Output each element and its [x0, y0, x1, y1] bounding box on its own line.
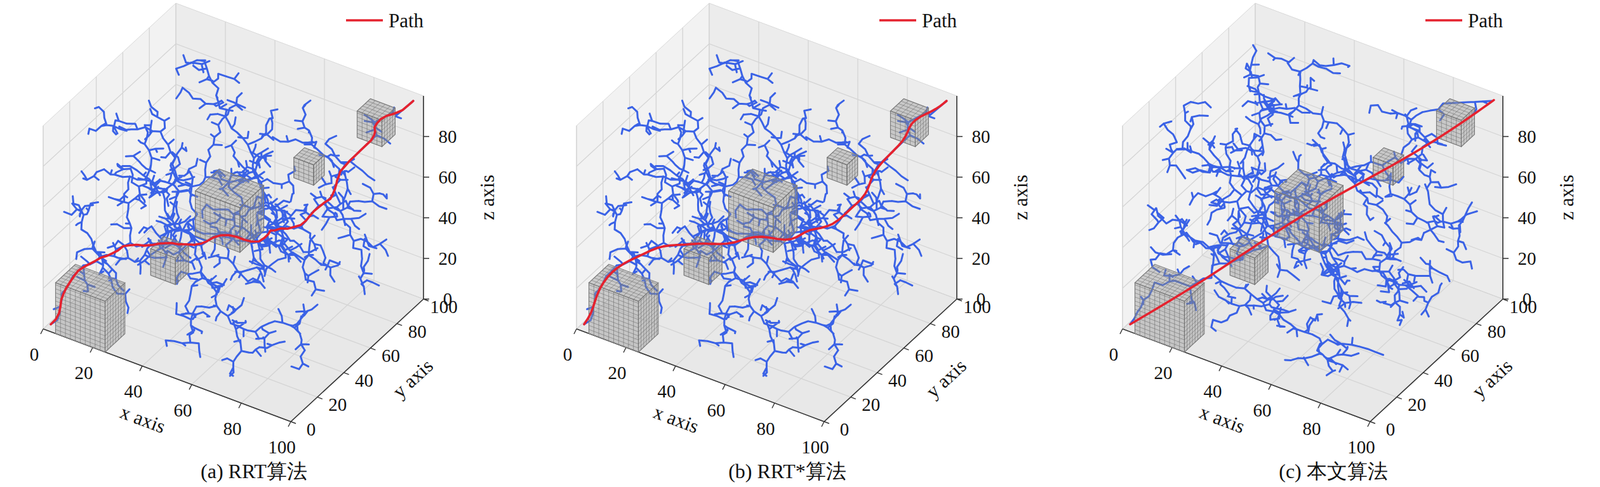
- search-tree: [50, 55, 414, 376]
- tick-label: 60: [381, 346, 400, 366]
- tick-label: 60: [707, 400, 726, 420]
- subfigure-caption: (c) 本文算法: [1278, 460, 1388, 482]
- axis-title: x axis: [117, 401, 168, 437]
- tick-label: 60: [972, 168, 991, 187]
- tick-label: 0: [563, 345, 573, 364]
- obstacle-mesh: [1436, 99, 1475, 148]
- axis-title: z axis: [1010, 174, 1031, 220]
- obstacle-face: [1274, 168, 1344, 208]
- tick-label: 60: [173, 400, 193, 420]
- panel-plot: [1120, 3, 1509, 427]
- tick-label: 0: [29, 345, 40, 364]
- obstacle-mesh: [293, 147, 325, 186]
- tick-label: 80: [438, 127, 458, 147]
- tick-label: 0: [840, 420, 850, 439]
- tick-label: 40: [1518, 208, 1537, 228]
- axis-title: x axis: [1196, 401, 1247, 437]
- obstacle-face: [195, 168, 265, 208]
- planned-path: [50, 100, 414, 325]
- tick-label: 0: [976, 290, 987, 309]
- tick-label: 0: [1109, 345, 1119, 364]
- tick-label: 40: [972, 208, 991, 228]
- tick-label: 20: [438, 249, 458, 268]
- tick-label: 60: [1253, 400, 1272, 420]
- tick-label: 20: [972, 249, 991, 268]
- tick-label: 40: [888, 370, 907, 390]
- planned-path: [1130, 100, 1494, 325]
- tick-label: 80: [972, 127, 991, 147]
- axis-title: z axis: [477, 174, 498, 220]
- tick-label: 100: [801, 438, 830, 457]
- legend-line: [346, 19, 383, 22]
- tick-label: 80: [941, 321, 960, 341]
- tick-label: 60: [438, 168, 458, 187]
- tick-label: 40: [1203, 382, 1223, 401]
- tick-label: 0: [1522, 290, 1533, 309]
- tick-label: 0: [306, 420, 317, 439]
- planned-path: [584, 100, 947, 325]
- tick-label: 100: [267, 438, 296, 457]
- tick-label: 40: [354, 370, 374, 390]
- tick-label: 40: [124, 382, 143, 401]
- tick-label: 20: [1518, 249, 1537, 268]
- legend-text: Path: [1467, 10, 1503, 31]
- tick-label: 60: [914, 346, 934, 366]
- tick-label: 20: [861, 395, 880, 414]
- obstacle-mesh: [55, 264, 126, 352]
- subfigure-caption: (b) RRT*算法: [728, 460, 847, 482]
- tick-label: 0: [1386, 420, 1396, 439]
- tick-label: 80: [1302, 419, 1322, 438]
- tick-label: 40: [1434, 370, 1453, 390]
- grid-lines: [576, 3, 957, 422]
- panel-plot: [40, 3, 430, 427]
- tick-label: 60: [1518, 168, 1537, 187]
- obstacle-mesh: [890, 99, 929, 148]
- obstacle-face: [728, 168, 798, 208]
- subfigure-caption: (a) RRT算法: [200, 460, 308, 482]
- obstacle-mesh: [195, 168, 265, 253]
- tick-label: 60: [1460, 346, 1480, 366]
- tick-label: 80: [756, 419, 776, 438]
- tick-label: 80: [1487, 321, 1507, 341]
- tick-label: 0: [443, 290, 453, 309]
- legend-text: Path: [388, 10, 424, 31]
- tick-label: 20: [74, 363, 94, 383]
- obstacle-mesh: [589, 264, 659, 352]
- grid-lines: [1122, 3, 1503, 422]
- axis-title: z axis: [1556, 174, 1577, 220]
- tick-label: 20: [328, 395, 347, 414]
- obstacle-mesh: [827, 147, 858, 186]
- legend-line: [1425, 19, 1463, 22]
- grid-lines: [43, 3, 424, 422]
- legend-text: Path: [921, 10, 957, 31]
- axis-title: x axis: [650, 401, 701, 437]
- tick-label: 80: [223, 419, 242, 438]
- tick-label: 80: [1518, 127, 1537, 147]
- tick-label: 20: [608, 363, 627, 383]
- tick-label: 40: [657, 382, 677, 401]
- tick-label: 20: [1154, 363, 1173, 383]
- panel-plot: [573, 3, 963, 427]
- tick-label: 100: [1347, 438, 1376, 457]
- tick-label: 20: [1407, 395, 1427, 414]
- tick-label: 40: [438, 208, 458, 228]
- legend-line: [879, 19, 917, 22]
- obstacle-mesh: [1135, 264, 1205, 352]
- search-tree: [584, 55, 947, 376]
- tick-label: 80: [408, 321, 427, 341]
- obstacle-mesh: [1229, 236, 1268, 286]
